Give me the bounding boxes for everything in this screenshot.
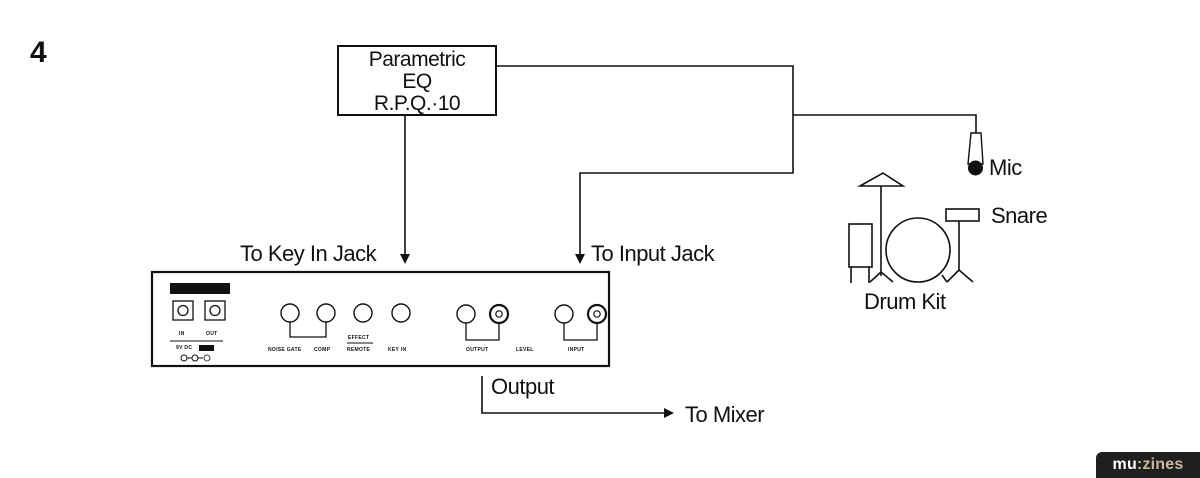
eq-line-3: R.P.Q.·10 [373, 92, 461, 115]
knob-input-level [554, 304, 574, 324]
knob-output-level [456, 304, 476, 324]
wire-eq-out [495, 65, 794, 264]
drum-kit-icon [848, 172, 980, 283]
figure-number: 4 [30, 36, 47, 69]
eq-line-1: Parametric [368, 48, 466, 71]
effects-unit [150, 270, 611, 368]
wire-output-to-mixer [481, 376, 674, 418]
panel-label-level: LEVEL [516, 347, 534, 353]
unit-nameplate [170, 283, 230, 294]
knob-noise-gate [280, 303, 300, 323]
mic-icon [967, 132, 984, 176]
label-output: Output [491, 374, 555, 399]
parametric-eq-box: Parametric EQ R.P.Q.·10 [337, 45, 497, 116]
label-drum-kit: Drum Kit [864, 289, 946, 314]
panel-label-input: INPUT [568, 347, 585, 353]
panel-label-output: OUTPUT [466, 347, 489, 353]
muzines-badge[interactable]: mu:zines [1096, 452, 1200, 478]
label-snare: Snare [991, 203, 1048, 228]
badge-text-mu: mu [1112, 456, 1137, 473]
badge-text-zines: :zines [1136, 456, 1184, 473]
wire-to-mic [793, 114, 977, 133]
panel-label-effect: EFFECT [348, 335, 370, 341]
knob-effect [353, 303, 373, 323]
panel-label-out: OUT [206, 331, 218, 337]
jack-input [586, 303, 608, 325]
panel-label-in: IN [179, 331, 185, 337]
snare-icon [945, 208, 980, 222]
label-to-key-in-jack: To Key In Jack [240, 241, 377, 266]
eq-line-2: EQ [402, 70, 432, 93]
panel-label-comp: COMP [314, 347, 331, 353]
label-mic: Mic [989, 155, 1022, 180]
knob-comp [316, 303, 336, 323]
knob-key-in [391, 303, 411, 323]
label-to-input-jack: To Input Jack [591, 241, 715, 266]
power-switch [199, 345, 214, 351]
jack-output [488, 303, 510, 325]
panel-label-remote: REMOTE [347, 347, 371, 353]
label-to-mixer: To Mixer [685, 402, 765, 427]
panel-label-power: 9V DC [176, 345, 193, 351]
jack-in [172, 300, 194, 321]
panel-label-noise-gate: NOISE GATE [268, 347, 302, 353]
panel-label-key-in: KEY IN [388, 347, 407, 353]
jack-out [204, 300, 226, 321]
